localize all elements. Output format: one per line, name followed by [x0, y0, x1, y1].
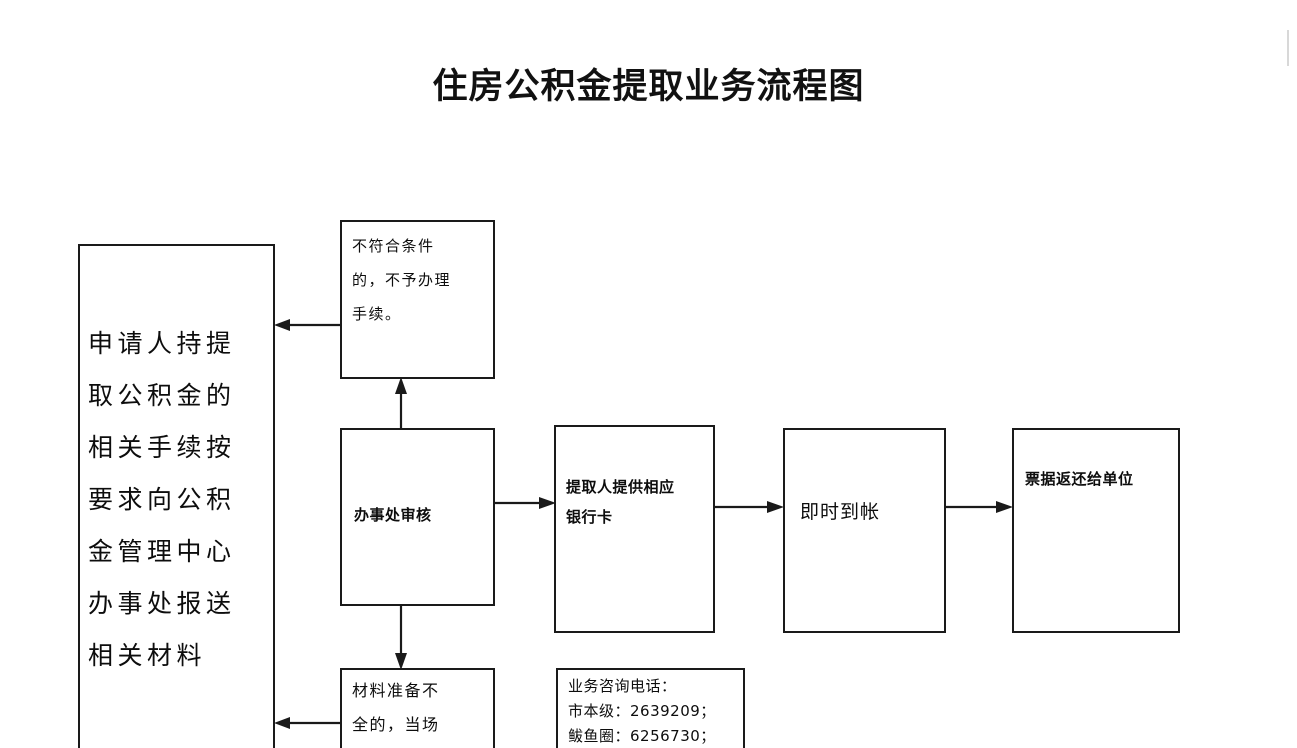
node-contact-info	[556, 668, 745, 748]
page-margin-tick	[1287, 30, 1289, 66]
arrow-reject-to-apply	[274, 315, 344, 337]
node-applicant-submits-materials	[78, 244, 275, 748]
node-applicant-submits-materials-label: 申请人持提 取公积金的 相关手续按 要求向公积 金管理中心 办事处报送 相关材料	[88, 329, 236, 670]
arrow-review-to-incomplete	[391, 604, 413, 670]
arrow-review-to-bankcard	[494, 493, 556, 515]
node-incomplete-materials	[340, 668, 495, 748]
page-title: 住房公积金提取业务流程图	[432, 66, 865, 107]
node-incomplete-materials-label: 材料准备不 全的，当场 告知补齐材料	[352, 681, 440, 734]
node-not-eligible-label: 不符合条件 的，不予办理 手续。	[352, 237, 452, 323]
node-provide-bank-card-label: 提取人提供相应 银行卡	[566, 478, 675, 526]
node-receipt-returned-to-employer-label: 票据返还给单位	[1025, 470, 1134, 488]
arrow-incomplete-to-apply	[274, 713, 344, 735]
node-receipt-returned-to-employer	[1012, 428, 1180, 633]
node-instant-credit-label: 即时到帐	[800, 501, 881, 523]
node-office-review-label: 办事处审核	[354, 506, 432, 524]
node-office-review	[340, 428, 495, 606]
node-instant-credit	[783, 428, 946, 633]
arrow-bankcard-to-instant	[714, 497, 784, 519]
arrow-instant-to-receipt	[945, 497, 1013, 519]
node-not-eligible	[340, 220, 495, 379]
node-provide-bank-card	[554, 425, 715, 633]
arrow-review-to-reject	[391, 377, 413, 431]
node-contact-info-label: 业务咨询电话： 市本级：2639209； 鲅鱼圈：6256730；	[568, 677, 716, 745]
